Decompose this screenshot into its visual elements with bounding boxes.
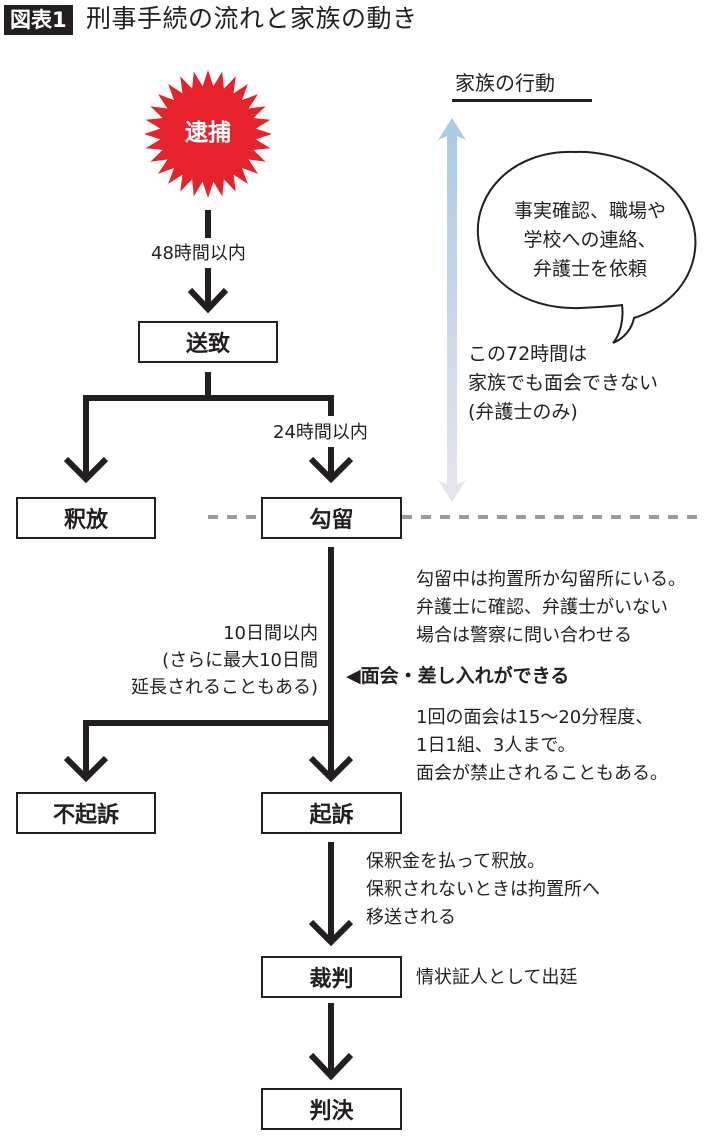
arrest-burst-shape bbox=[144, 70, 272, 198]
edge-label-48h: 48時間以内 bbox=[148, 240, 249, 267]
family-heading: 家族の行動 bbox=[455, 71, 555, 95]
no-visit-note-line-3: (弁護士のみ) bbox=[468, 401, 578, 423]
node-arrest: 逮捕 bbox=[185, 120, 231, 146]
figure-title: 刑事手続の流れと家族の動き bbox=[86, 4, 418, 33]
node-release: 釈放 bbox=[16, 497, 156, 539]
trial-note: 情状証人として出廷 bbox=[416, 967, 578, 988]
node-trial: 裁判 bbox=[261, 956, 402, 998]
arrow-head-release bbox=[63, 456, 109, 484]
no-visit-note-line-1: この72時間は bbox=[468, 343, 588, 365]
bail-note-line-1: 保釈金を払って釈放。 bbox=[366, 851, 546, 872]
bail-note: 保釈金を払って釈放。 保釈されないときは拘置所へ 移送される bbox=[366, 848, 600, 932]
visit-rules-line-2: 1日1組、3人まで。 bbox=[416, 735, 576, 756]
node-referral: 送致 bbox=[138, 321, 278, 363]
detention-note-line-3: 場合は警察に問い合わせる bbox=[416, 625, 632, 646]
arrow-head-prosecution bbox=[308, 755, 354, 783]
node-verdict: 判決 bbox=[261, 1088, 402, 1130]
visit-heading: ◀面会・差し入れができる bbox=[346, 663, 569, 690]
family-arrow-shaft bbox=[447, 128, 457, 490]
detention-note-line-2: 弁護士に確認、弁護士がいない bbox=[416, 597, 668, 618]
arrow-head-trial bbox=[308, 919, 354, 947]
node-prosecution: 起訴 bbox=[261, 792, 402, 834]
node-detention: 勾留 bbox=[261, 497, 402, 539]
edge-label-10days-line-1: 10日間以内 bbox=[223, 623, 318, 644]
no-visit-note: この72時間は 家族でも面会できない (弁護士のみ) bbox=[468, 340, 658, 427]
node-non-prosecution: 不起訴 bbox=[16, 792, 156, 834]
arrow-head-referral bbox=[187, 287, 229, 314]
connector-decision-split bbox=[83, 720, 331, 776]
visit-rules-line-3: 面会が禁止されることもある。 bbox=[416, 763, 668, 784]
edge-label-10days-line-3: 延長されることもある) bbox=[130, 677, 318, 698]
arrow-head-non-prosecution bbox=[63, 755, 109, 783]
visit-heading-text: 面会・差し入れができる bbox=[360, 665, 570, 687]
visit-rules-line-1: 1回の面会は15〜20分程度、 bbox=[416, 707, 654, 728]
family-arrow-head-down bbox=[438, 480, 466, 502]
speech-bubble-text: 事実確認、職場や 学校への連絡、 弁護士を依頼 bbox=[505, 197, 675, 284]
speech-bubble-shape bbox=[476, 150, 697, 344]
no-visit-note-line-2: 家族でも面会できない bbox=[468, 372, 659, 394]
speech-bubble-line-1: 事実確認、職場や bbox=[513, 200, 666, 222]
connector-split-horizontal bbox=[83, 395, 334, 476]
arrow-head-verdict bbox=[308, 1052, 354, 1081]
detention-note-line-1: 勾留中は拘置所か勾留所にいる。 bbox=[416, 569, 686, 590]
bail-note-line-2: 保釈されないときは拘置所へ bbox=[366, 879, 600, 900]
speech-bubble-line-3: 弁護士を依頼 bbox=[532, 258, 647, 280]
arrow-head-detention bbox=[308, 456, 354, 484]
edge-label-24h: 24時間以内 bbox=[270, 419, 371, 446]
family-heading-underline bbox=[452, 99, 592, 102]
figure-badge: 図表1 bbox=[4, 5, 73, 35]
bail-note-line-3: 移送される bbox=[366, 907, 456, 928]
left-pointer-icon: ◀ bbox=[346, 665, 361, 687]
speech-bubble-line-2: 学校への連絡、 bbox=[523, 229, 657, 251]
edge-label-10days: 10日間以内 (さらに最大10日間 延長されることもある) bbox=[100, 620, 318, 701]
visit-rules: 1回の面会は15〜20分程度、 1日1組、3人まで。 面会が禁止されることもある… bbox=[416, 704, 668, 788]
family-arrow-head-up bbox=[438, 118, 466, 140]
detention-note: 勾留中は拘置所か勾留所にいる。 弁護士に確認、弁護士がいない 場合は警察に問い合… bbox=[416, 566, 686, 650]
edge-label-10days-line-2: (さらに最大10日間 bbox=[162, 650, 318, 671]
